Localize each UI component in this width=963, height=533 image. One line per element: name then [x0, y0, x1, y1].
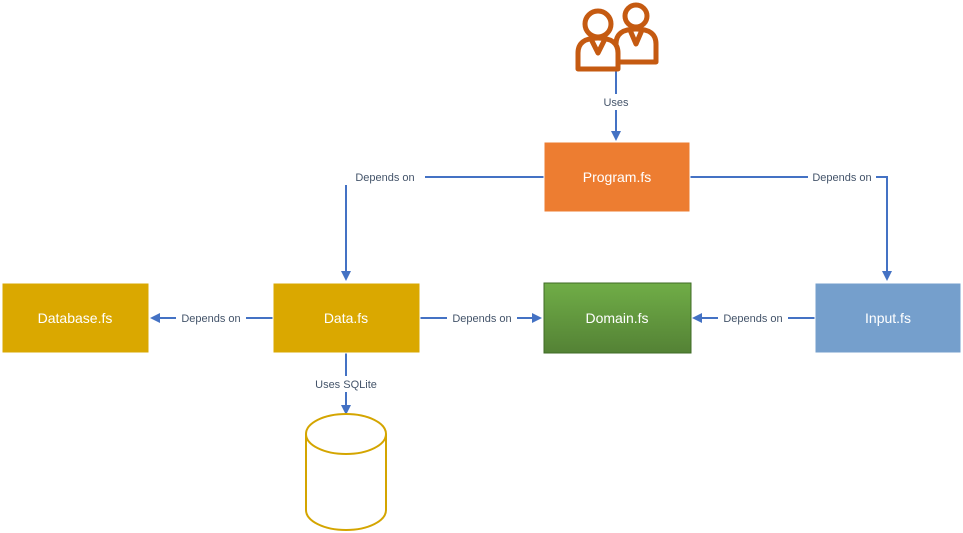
node-data: Data.fs: [272, 282, 421, 354]
edge-program-to-input: [690, 176, 892, 281]
connectors: [150, 70, 892, 415]
node-program-label: Program.fs: [583, 169, 651, 185]
node-database: Database.fs: [1, 282, 150, 354]
node-database-label: Database.fs: [38, 310, 113, 326]
edge-label-input-domain: Depends on: [723, 313, 782, 325]
edge-label-program-data: Depends on: [355, 172, 414, 184]
edge-label-program-input: Depends on: [812, 172, 871, 184]
node-domain: Domain.fs: [543, 282, 692, 354]
users-icon: [575, 2, 659, 72]
edge-program-to-data: [341, 176, 544, 281]
node-input: Input.fs: [814, 282, 962, 354]
node-program: Program.fs: [543, 141, 691, 213]
edge-labels: Uses Depends on Depends on Depends on De…: [176, 94, 876, 392]
edge-label-data-domain: Depends on: [452, 313, 511, 325]
database-cylinder-icon: [305, 413, 387, 531]
edge-label-data-database: Depends on: [181, 313, 240, 325]
node-domain-label: Domain.fs: [585, 310, 648, 326]
edge-label-uses-sqlite: Uses SQLite: [315, 379, 377, 391]
node-input-label: Input.fs: [865, 310, 911, 326]
node-data-label: Data.fs: [324, 310, 368, 326]
edge-label-uses: Uses: [603, 97, 629, 109]
